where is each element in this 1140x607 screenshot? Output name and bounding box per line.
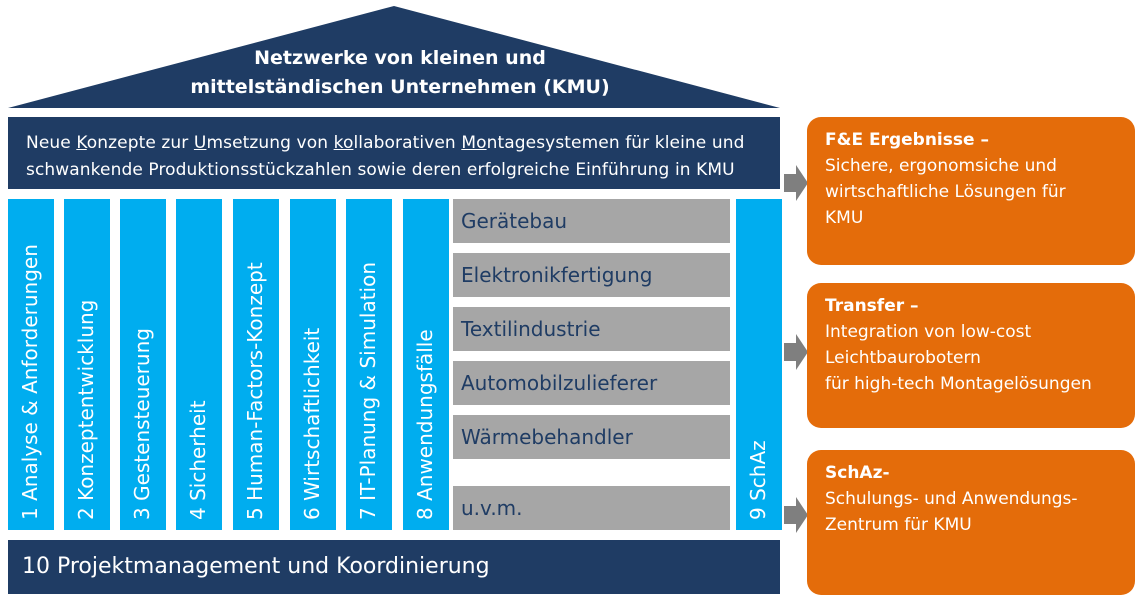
roof-title-line1: Netzwerke von kleinen und <box>254 47 546 69</box>
project-banner: Neue Konzepte zur Umsetzung von kollabor… <box>8 117 780 189</box>
use-case-item: Automobilzulieferer <box>453 361 730 405</box>
use-case-item: u.v.m. <box>453 486 730 530</box>
pillar-7: 7 IT-Planung & Simulation <box>346 199 392 530</box>
result-line: Sichere, ergonomsiche und <box>825 156 1057 176</box>
banner-text: llaborativen <box>353 133 462 153</box>
result-heading: F&E Ergebnisse – <box>825 130 989 150</box>
roof-title-line2: mittelständischen Unternehmen (KMU) <box>190 76 610 98</box>
pillar-label: 9 SchAz <box>746 440 770 520</box>
banner-underlined: Mo <box>461 133 487 153</box>
banner-text: msetzung von <box>206 133 334 153</box>
pillar-label: 7 IT-Planung & Simulation <box>356 261 380 520</box>
result-line: Integration von low-cost <box>825 322 1032 342</box>
pillar-8: 8 Anwendungsfälle <box>403 199 449 530</box>
pillar-label: 3 Gestensteuerung <box>130 328 154 520</box>
pillar-label: 6 Wirtschaftlichkeit <box>300 327 324 520</box>
result-line: KMU <box>825 208 864 228</box>
pillar-label: 4 Sicherheit <box>186 400 210 520</box>
arrow-right-icon <box>784 497 808 533</box>
result-line: Leichtbaurobotern <box>825 348 981 368</box>
pillar-9: 9 SchAz <box>736 199 782 530</box>
use-case-item: Elektronikfertigung <box>453 253 730 297</box>
banner-text: onzepte zur <box>86 133 194 153</box>
banner-underlined: ko <box>333 133 354 153</box>
result-line: Zentrum für KMU <box>825 515 972 535</box>
result-line: für high-tech Montagelösungen <box>825 374 1092 394</box>
roof <box>8 6 780 108</box>
use-case-item: Textilindustrie <box>453 307 730 351</box>
project-management-bar: 10 Projektmanagement und Koordinierung <box>8 540 780 594</box>
pillar-4: 4 Sicherheit <box>176 199 222 530</box>
result-line: wirtschaftliche Lösungen für <box>825 182 1066 202</box>
pillar-label: 5 Human-Factors-Konzept <box>243 262 267 520</box>
pillar-label: 1 Analyse & Anforderungen <box>18 244 42 520</box>
arrow-right-icon <box>784 334 808 370</box>
use-case-item: Wärmebehandler <box>453 415 730 459</box>
pillar-label: 8 Anwendungsfälle <box>413 329 437 520</box>
banner-line1: Neue Konzepte zur Umsetzung von kollabor… <box>26 130 780 157</box>
result-line: Schulungs- und Anwendungs- <box>825 489 1078 509</box>
pillar-1: 1 Analyse & Anforderungen <box>8 199 54 530</box>
result-box-transfer: Transfer – Integration von low-cost Leic… <box>807 283 1135 428</box>
banner-text: ntagesystemen für kleine und <box>486 133 745 153</box>
pillar-3: 3 Gestensteuerung <box>120 199 166 530</box>
roof-title: Netzwerke von kleinen und mittelständisc… <box>120 44 680 102</box>
pillar-5: 5 Human-Factors-Konzept <box>233 199 279 530</box>
arrow-right-icon <box>784 165 808 201</box>
pillar-2: 2 Konzeptentwicklung <box>64 199 110 530</box>
use-case-item: Gerätebau <box>453 199 730 243</box>
banner-underlined: U <box>193 133 207 153</box>
banner-text: Neue <box>26 133 77 153</box>
result-box-fe: F&E Ergebnisse – Sichere, ergonomsiche u… <box>807 117 1135 265</box>
pillar-6: 6 Wirtschaftlichkeit <box>290 199 336 530</box>
banner-line2: schwankende Produktionsstückzahlen sowie… <box>26 160 735 180</box>
result-box-schaz: SchAz- Schulungs- und Anwendungs- Zentru… <box>807 450 1135 595</box>
result-heading: Transfer – <box>825 296 919 316</box>
banner-underlined: K <box>76 133 87 153</box>
result-heading: SchAz- <box>825 463 890 483</box>
pillar-label: 2 Konzeptentwicklung <box>74 299 98 520</box>
